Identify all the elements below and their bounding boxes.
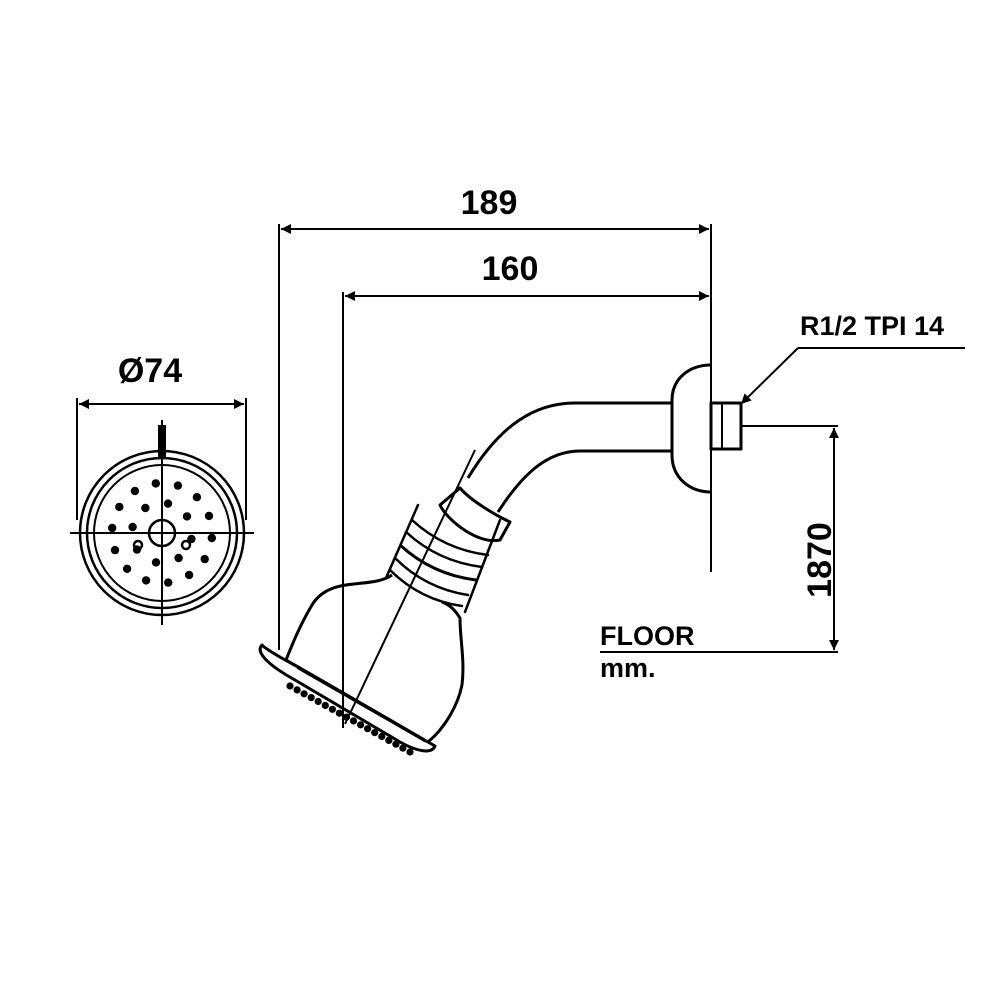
center-hub xyxy=(147,518,177,548)
wall-flange xyxy=(670,363,712,494)
nozzle-bump xyxy=(392,740,400,748)
side-view: 189 160 R1/2 TPI 14 1870 FLOOR mm. xyxy=(258,184,965,756)
nozzle-bump xyxy=(406,748,414,756)
thread-note-leader xyxy=(740,347,799,405)
height-label: 1870 xyxy=(801,522,839,598)
nozzle-hole xyxy=(182,512,192,521)
nozzle-bump xyxy=(328,705,336,713)
nozzle-hole xyxy=(204,511,214,521)
nozzle-bump xyxy=(385,736,393,745)
nozzle-bump xyxy=(307,694,315,702)
nozzle-hole xyxy=(110,545,120,555)
thread-note: R1/2 TPI 14 xyxy=(800,311,944,341)
shower-arm-top xyxy=(466,401,672,479)
nozzle-bump xyxy=(357,721,365,729)
arm-length-label: 160 xyxy=(482,250,539,288)
nozzle-hole xyxy=(128,522,137,532)
nozzle-hole xyxy=(141,503,150,513)
shower-arm-bottom xyxy=(496,449,672,513)
unit-label: mm. xyxy=(600,653,656,683)
nozzle-hole xyxy=(115,502,124,512)
ball-joint xyxy=(438,486,512,543)
swivel-rib xyxy=(410,518,490,557)
nozzle-hole xyxy=(141,576,151,585)
floor-label: FLOOR xyxy=(600,621,695,651)
nozzle-bump xyxy=(293,686,301,694)
nozzle-bump xyxy=(300,690,308,698)
swivel-rib xyxy=(388,568,464,608)
swivel-outline xyxy=(463,518,502,614)
adjust-dot-right xyxy=(180,539,192,551)
nozzle-hole xyxy=(187,534,196,544)
nozzle-hole xyxy=(174,553,183,563)
nozzle-hole xyxy=(207,533,216,543)
nozzle-bump xyxy=(286,682,294,690)
nozzle-hole xyxy=(151,558,161,567)
nozzle-bump xyxy=(335,709,343,717)
swivel-rib xyxy=(404,530,484,569)
nozzle-bump xyxy=(399,744,407,752)
face-plate-edge xyxy=(296,666,427,743)
nozzle-bump xyxy=(364,725,372,733)
nozzle-hole xyxy=(200,554,209,564)
nozzle-bump xyxy=(349,717,358,725)
nozzle-hole xyxy=(151,479,160,488)
nozzle-hole xyxy=(163,499,173,508)
front-view: Ø74 xyxy=(70,352,254,625)
overall-length-label: 189 xyxy=(461,184,518,222)
nozzle-bumps xyxy=(286,682,414,756)
nozzle-hole xyxy=(184,570,194,580)
swivel-outline xyxy=(384,503,420,580)
nozzle-hole xyxy=(164,578,173,587)
swivel-rib xyxy=(393,556,470,597)
head-axis-line xyxy=(344,449,476,725)
nozzle-bump xyxy=(342,713,351,721)
nozzle-hole xyxy=(122,564,132,573)
face-plate xyxy=(258,643,437,753)
nozzle-hole xyxy=(130,486,140,496)
head-body xyxy=(284,573,465,744)
nozzle-hole xyxy=(192,493,202,502)
swivel-rib xyxy=(398,543,477,582)
nozzle-hole xyxy=(132,545,142,554)
nozzle-holes xyxy=(108,479,216,587)
diameter-label: Ø74 xyxy=(118,352,182,390)
swivel-ribs xyxy=(384,503,502,614)
nozzle-bump xyxy=(314,697,322,706)
nozzle-bump xyxy=(378,732,386,741)
nozzle-bump xyxy=(371,729,379,737)
thread-connector xyxy=(709,401,743,451)
nozzle-hole xyxy=(173,481,183,490)
nozzle-bump xyxy=(321,701,329,710)
nozzle-hole xyxy=(108,523,117,533)
